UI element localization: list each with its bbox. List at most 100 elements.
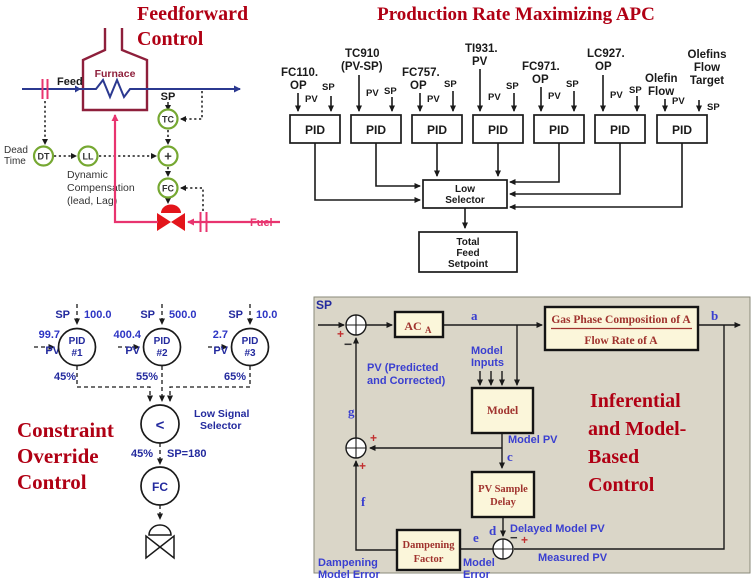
pid-circle bbox=[142, 327, 182, 367]
dampening-factor-box bbox=[395, 528, 462, 572]
pv-label: PV bbox=[488, 92, 501, 103]
low-selector-label2: Selector bbox=[445, 195, 485, 206]
panel-title-line1: Constraint bbox=[17, 418, 114, 442]
pid-controller-1: FC110. OP PV SP PID bbox=[281, 67, 341, 144]
model-block: Model bbox=[470, 386, 535, 435]
controller-label: AC bbox=[404, 319, 421, 333]
pid-circle bbox=[57, 327, 97, 367]
dampening-factor-label1: Dampening bbox=[403, 540, 456, 551]
pv-label: PV bbox=[427, 94, 440, 105]
letter-b: b bbox=[711, 308, 718, 323]
plus-sign: + bbox=[337, 327, 344, 341]
sp-label: SP bbox=[161, 91, 176, 103]
furnace-label: Furnace bbox=[95, 68, 136, 80]
furnace-outline bbox=[81, 28, 149, 112]
feedforward-panel: Feedforward Control Furnace Feed Dead bbox=[4, 3, 280, 232]
pid-circle bbox=[230, 327, 270, 367]
pv-value: 2.7 bbox=[213, 329, 228, 341]
pid-label: PID bbox=[305, 123, 325, 137]
sp-label: SP bbox=[322, 82, 335, 93]
pid-box bbox=[289, 114, 341, 144]
out-wire bbox=[76, 366, 153, 402]
selector-label1: Low Signal bbox=[194, 408, 250, 420]
sp-label: SP bbox=[140, 309, 155, 321]
pv-sample-delay-label2: Delay bbox=[490, 497, 516, 508]
pv-label: PV bbox=[305, 94, 318, 105]
fuel-label: Fuel bbox=[250, 217, 273, 229]
f-wire bbox=[353, 460, 397, 551]
pv-value: 99.7 bbox=[39, 329, 60, 341]
tag-label: Olefin bbox=[645, 73, 678, 85]
letter-d: d bbox=[489, 523, 497, 538]
plus-sign: + bbox=[370, 431, 377, 445]
svg-text:PID: PID bbox=[610, 123, 630, 137]
svg-text:OP: OP bbox=[290, 80, 307, 92]
svg-text:Target: Target bbox=[690, 75, 724, 87]
pid-num: #3 bbox=[244, 348, 256, 359]
pv-sample-delay-block: PV Sample Delay bbox=[470, 470, 536, 519]
pid-controller-2: TC910 (PV-SP) PV SP PID bbox=[341, 48, 402, 144]
sp-tag-label: Olefins bbox=[688, 49, 727, 61]
letter-g: g bbox=[348, 404, 355, 419]
dampening-factor-label2: Factor bbox=[414, 554, 444, 565]
total-feed-box bbox=[418, 231, 518, 273]
pid-name: PID bbox=[242, 336, 259, 347]
low-signal-selector: < Low Signal Selector bbox=[140, 404, 250, 444]
total-feed-label3: Setpoint bbox=[448, 259, 489, 270]
sp-label: SP bbox=[707, 102, 720, 113]
override-pid-1: SP 100.0 99.7 PV PID #1 45% bbox=[34, 304, 153, 402]
fc-block: FC bbox=[140, 466, 180, 506]
control-valve-icon bbox=[145, 524, 175, 560]
pid-controller-5: FC971. OP PV SP PID bbox=[522, 61, 585, 144]
low-selector-label1: Low bbox=[455, 184, 475, 195]
panel-title-line1: Feedforward bbox=[137, 3, 248, 25]
furnace: Furnace bbox=[81, 28, 149, 112]
panel-title-line2: Control bbox=[137, 28, 204, 50]
panel-title-line4: Control bbox=[588, 474, 655, 496]
ll-label: LL bbox=[83, 152, 94, 162]
dt-block: DT bbox=[32, 145, 55, 167]
sp-summing-junction bbox=[345, 314, 367, 336]
model-error-label1: Model bbox=[463, 557, 495, 569]
feed-label: Feed bbox=[57, 76, 83, 88]
pid-box bbox=[533, 114, 585, 144]
summer-circle bbox=[157, 145, 179, 167]
signal-wires bbox=[42, 91, 204, 211]
block-diagram-wires bbox=[318, 322, 741, 551]
pv-predicted-label1: PV (Predicted bbox=[367, 362, 439, 374]
override-pid-2: SP 500.0 400.4 PV PID #2 55% bbox=[113, 304, 197, 402]
svg-text:OP: OP bbox=[595, 61, 612, 73]
controller-box bbox=[393, 310, 445, 339]
pid-num: #2 bbox=[156, 348, 168, 359]
panel-title-line2: Override bbox=[17, 444, 99, 468]
plus-sign: + bbox=[359, 459, 366, 473]
dead-time-label2: Time bbox=[4, 156, 26, 167]
total-feed-label1: Total bbox=[456, 237, 479, 248]
feed-line: Feed bbox=[22, 76, 241, 100]
sp-value: 10.0 bbox=[256, 309, 277, 321]
letter-a: a bbox=[471, 308, 478, 323]
selector-label2: Selector bbox=[200, 420, 241, 432]
pid-controller-4: TI931. PV PV SP PID bbox=[465, 43, 524, 144]
dt-label: DT bbox=[38, 152, 50, 162]
pid-name: PID bbox=[69, 336, 86, 347]
measured-pv-label: Measured PV bbox=[538, 552, 608, 564]
tag-label: LC927. bbox=[587, 48, 625, 60]
pid-box bbox=[656, 114, 708, 144]
pid-controller-6: LC927. OP PV SP PID bbox=[587, 48, 646, 144]
out-value: 65% bbox=[224, 371, 246, 383]
model-pv-label: Model PV bbox=[508, 434, 558, 446]
pv-label: PV bbox=[125, 345, 140, 357]
delayed-model-pv-label: Delayed Model PV bbox=[510, 523, 605, 535]
tc-circle bbox=[157, 108, 179, 130]
summer-label: + bbox=[164, 149, 172, 164]
pv-label: PV bbox=[366, 88, 379, 99]
dampening-model-error-label2: Model Error bbox=[318, 569, 380, 581]
svg-text:Flow: Flow bbox=[694, 62, 720, 74]
pv-label: PV bbox=[213, 345, 228, 357]
inferential-panel: Inferential and Model- Based Control bbox=[313, 296, 751, 581]
dyncomp-label3: (lead, Lag) bbox=[67, 195, 117, 207]
svg-text:(PV-SP): (PV-SP) bbox=[341, 61, 383, 73]
process-denominator: Flow Rate of A bbox=[584, 335, 658, 347]
out-wire bbox=[167, 366, 251, 402]
